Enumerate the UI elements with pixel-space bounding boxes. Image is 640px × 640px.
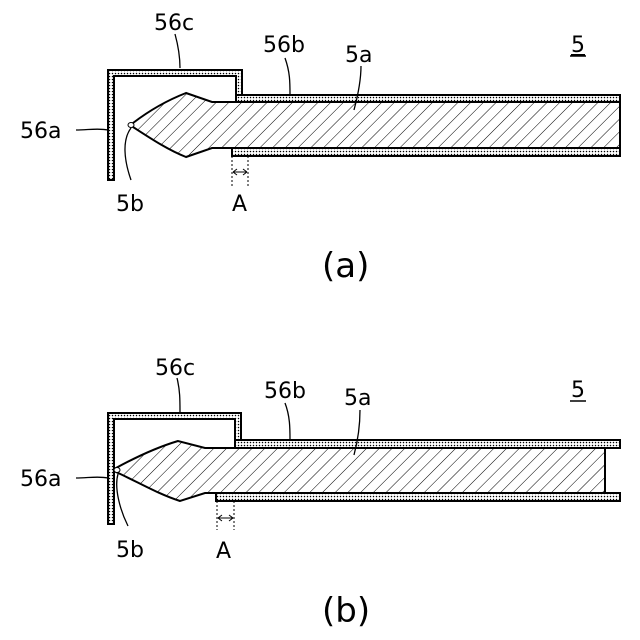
sleeve-56b-bottom	[216, 493, 620, 501]
tip-5b-mark	[114, 468, 120, 473]
leader-56b	[285, 58, 290, 95]
label-ref-5: 5	[571, 378, 585, 403]
sleeve-56b-top	[235, 440, 620, 448]
label-ref-5: 5	[571, 33, 585, 58]
label-a: A	[216, 539, 231, 564]
caption-b: (b)	[322, 591, 370, 631]
figure-b: 56c 56b 5a 5 56a 5b A (b)	[20, 356, 620, 631]
leader-56c	[175, 34, 180, 68]
label-56c: 56c	[155, 356, 195, 381]
rod-5a	[116, 441, 605, 501]
figure-a: 56c 56b 5a 5 56a 5b A (a)	[20, 11, 620, 286]
sleeve-56b-bottom	[232, 148, 620, 156]
label-5a: 5a	[344, 386, 371, 411]
dim-a-arrow	[218, 515, 233, 521]
leader-5b	[117, 474, 128, 526]
caption-a: (a)	[322, 246, 369, 286]
tip-5b-mark	[128, 123, 134, 128]
label-56b: 56b	[263, 33, 305, 58]
dim-a-arrow	[233, 169, 247, 175]
label-56b: 56b	[264, 379, 306, 404]
label-5b: 5b	[116, 192, 144, 217]
label-5a: 5a	[345, 43, 372, 68]
label-5b: 5b	[116, 538, 144, 563]
leader-56a	[76, 129, 108, 130]
leader-56a	[76, 477, 108, 478]
leader-56c	[177, 378, 180, 412]
label-a: A	[232, 192, 247, 217]
leader-5b	[125, 128, 131, 180]
label-56a: 56a	[20, 119, 61, 144]
label-56a: 56a	[20, 467, 61, 492]
rod-5a	[133, 93, 620, 157]
leader-56b	[285, 403, 290, 440]
label-56c: 56c	[154, 11, 194, 36]
sleeve-56b-top	[236, 95, 620, 102]
